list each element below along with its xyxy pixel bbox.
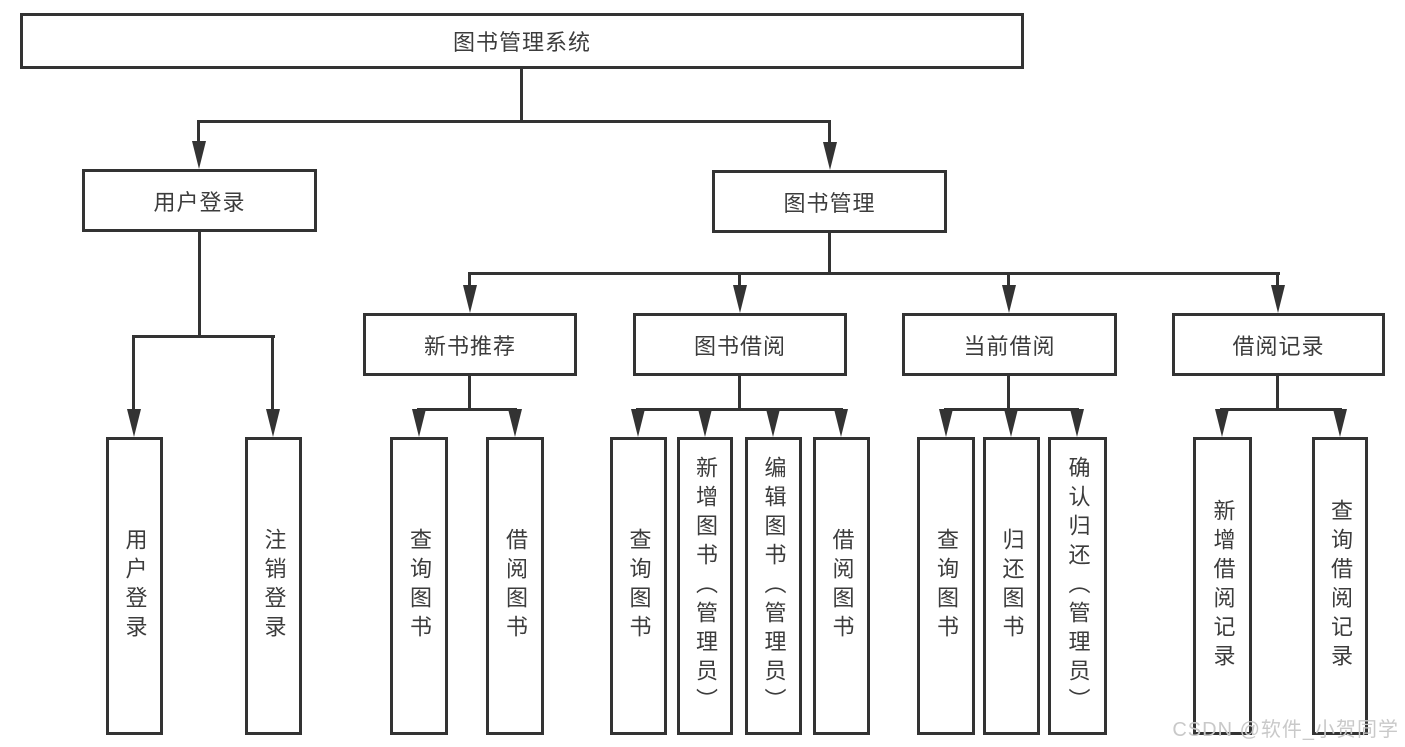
leaf-cb-query-books: 查询图书 [917, 437, 975, 735]
arrowhead-bb-leaf-3 [766, 409, 780, 437]
arrowhead-cb-leaf-1 [939, 409, 953, 437]
connector-root-stub-right [828, 120, 831, 146]
arrowhead-new-book-rec [463, 285, 477, 313]
node-current-borrow: 当前借阅 [902, 313, 1117, 376]
arrowhead-book-mgmt [823, 142, 837, 170]
connector-borrow-records-stem [1276, 376, 1279, 411]
leaf-nbr-query-books: 查询图书 [390, 437, 448, 735]
connector-user-login-stub-2 [271, 335, 274, 415]
connector-current-borrow-stem [1007, 376, 1010, 411]
arrowhead-nbr-leaf-2 [508, 409, 522, 437]
watermark: CSDN @软件_小贺同学 [1172, 719, 1399, 741]
connector-book-mgmt-stub-3 [1007, 272, 1010, 290]
connector-book-mgmt-stem [828, 233, 831, 275]
arrowhead-cb-leaf-2 [1004, 409, 1018, 437]
arrowhead-nbr-leaf-1 [412, 409, 426, 437]
leaf-cb-confirm-return-admin: 确认归还（管理员） [1048, 437, 1107, 735]
node-borrow-records: 借阅记录 [1172, 313, 1385, 376]
connector-book-borrow-stem [738, 376, 741, 411]
leaf-bb-borrow-books: 借阅图书 [813, 437, 870, 735]
connector-root-bar [198, 120, 831, 123]
connector-root-stub-left [197, 120, 200, 146]
node-book-mgmt: 图书管理 [712, 170, 947, 233]
arrowhead-borrow-records [1271, 285, 1285, 313]
leaf-bb-query-books: 查询图书 [610, 437, 667, 735]
arrowhead-book-borrow [733, 285, 747, 313]
arrowhead-leaf-logout [266, 409, 280, 437]
node-book-borrow: 图书借阅 [633, 313, 847, 376]
connector-book-mgmt-stub-4 [1276, 272, 1279, 290]
connector-book-mgmt-stub-1 [468, 272, 471, 290]
leaf-user-login: 用户登录 [106, 437, 163, 735]
connector-user-login-bar [132, 335, 275, 338]
connector-new-book-rec-bar [417, 408, 517, 411]
leaf-br-query-record: 查询借阅记录 [1312, 437, 1368, 735]
node-new-book-rec: 新书推荐 [363, 313, 577, 376]
leaf-bb-add-books-admin: 新增图书（管理员） [677, 437, 733, 735]
arrowhead-bb-leaf-2 [698, 409, 712, 437]
leaf-bb-edit-books-admin: 编辑图书（管理员） [745, 437, 802, 735]
connector-book-borrow-bar [636, 408, 843, 411]
node-user-login: 用户登录 [82, 169, 317, 232]
leaf-logout: 注销登录 [245, 437, 302, 735]
arrowhead-br-leaf-1 [1215, 409, 1229, 437]
arrowhead-leaf-login [127, 409, 141, 437]
leaf-br-add-record: 新增借阅记录 [1193, 437, 1252, 735]
connector-new-book-rec-stem [468, 376, 471, 411]
arrowhead-user-login [192, 141, 206, 169]
arrowhead-bb-leaf-1 [631, 409, 645, 437]
leaf-nbr-borrow-books: 借阅图书 [486, 437, 544, 735]
arrowhead-bb-leaf-4 [834, 409, 848, 437]
arrowhead-current-borrow [1002, 285, 1016, 313]
connector-user-login-stub-1 [132, 335, 135, 415]
connector-user-login-stem [198, 232, 201, 338]
node-root: 图书管理系统 [20, 13, 1024, 69]
connector-borrow-records-bar [1220, 408, 1342, 411]
arrowhead-cb-leaf-3 [1070, 409, 1084, 437]
connector-root-stem [520, 69, 523, 123]
connector-book-mgmt-bar [468, 272, 1280, 275]
connector-book-mgmt-stub-2 [738, 272, 741, 290]
leaf-cb-return-books: 归还图书 [983, 437, 1040, 735]
arrowhead-br-leaf-2 [1333, 409, 1347, 437]
